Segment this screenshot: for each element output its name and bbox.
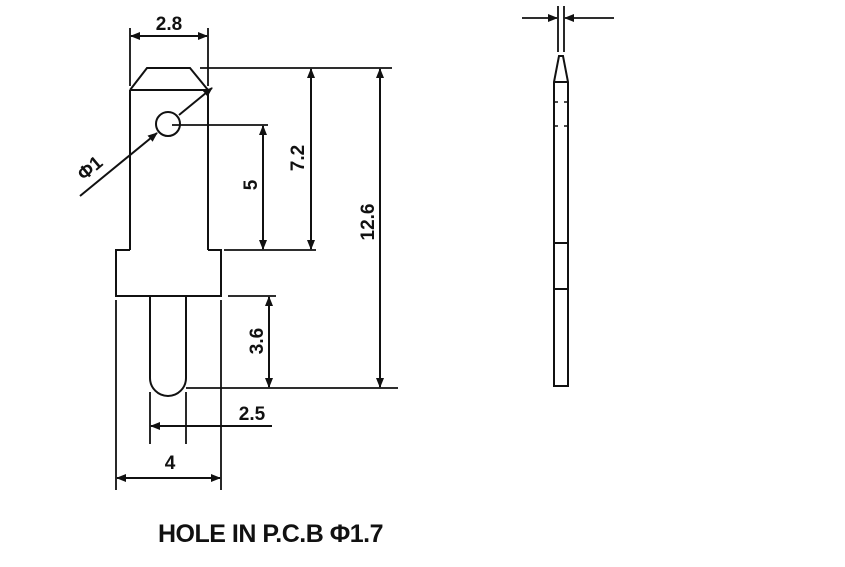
extension-lines xyxy=(115,28,398,490)
hole-circle xyxy=(155,111,181,137)
dim-tip-to-shoulder-label: 7.2 xyxy=(288,145,309,171)
dimension-lines xyxy=(79,32,384,482)
dim-slot-depth-label: 3.6 xyxy=(247,328,268,354)
terminal-side-view xyxy=(553,55,569,387)
dim-hole-to-shoulder-label: 5 xyxy=(241,179,262,190)
dim-slot-width-label: 2.5 xyxy=(239,404,266,425)
terminal-front-view xyxy=(115,67,222,397)
hole-leader xyxy=(79,132,158,197)
dim-top-width-label: 2.8 xyxy=(156,14,182,35)
dim-base-width-label: 4 xyxy=(165,453,176,474)
dim-overall-length-label: 12.6 xyxy=(358,204,379,241)
pcb-hole-caption: HOLE IN P.C.B Φ1.7 xyxy=(158,520,384,548)
side-thickness-dimension xyxy=(522,6,614,52)
side-view-hidden-lines xyxy=(554,101,568,127)
dim-hole-diameter-label: Φ1 xyxy=(74,152,108,185)
